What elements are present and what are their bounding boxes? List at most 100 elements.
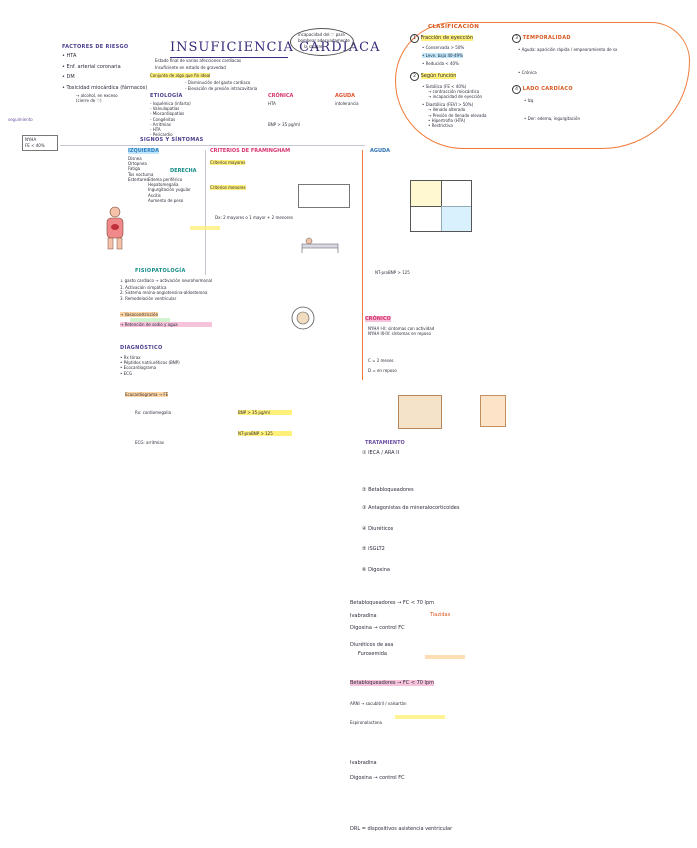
drugs-list: Betabloqueadores → FC < 70 lpm Ivabradin…	[350, 600, 434, 658]
note: Rx: cardiomegalia	[135, 410, 171, 415]
treatment-item: ① IECA / ARA II	[362, 450, 459, 457]
divider	[205, 150, 206, 275]
criteria-mayores: Criterios mayores	[210, 160, 245, 165]
cronica-heading: CRÓNICA	[268, 93, 293, 99]
drug-line: Digoxina → control FC	[350, 625, 434, 632]
grid-cell	[441, 206, 471, 231]
list-item: • Izq	[524, 98, 617, 103]
drug-line: Ivabradina	[350, 613, 434, 620]
heart-cross-section-icon	[290, 305, 316, 331]
lab-illustration	[398, 395, 442, 429]
list-item: C = 2 meses	[368, 358, 434, 363]
number-badge: 1	[410, 34, 419, 43]
divider	[362, 150, 363, 380]
highlight-mark	[130, 318, 170, 322]
drug-line: Furosemida	[358, 651, 434, 658]
list-item: Aumento de peso	[148, 198, 191, 203]
number-badge: 2	[410, 72, 419, 81]
note: HTA	[268, 101, 276, 106]
note: ECG: arritmias	[135, 440, 164, 445]
drug-line: DRL = dispositivos asistencia ventricula…	[350, 826, 452, 833]
list-item: • ECG	[120, 371, 180, 376]
definition-line: - Elevación de presión intracavitaria	[185, 86, 257, 91]
note: BNP > 35 pg/ml	[238, 410, 292, 415]
classification-list: 1 Fracción de eyección • Conservada > 50…	[410, 34, 486, 128]
right-failure-heading: DERECHA	[170, 168, 197, 174]
list-item: • Reducida < 40%	[422, 61, 486, 66]
note: NT-proBNP > 125	[375, 270, 410, 275]
number-badge: 3	[512, 34, 521, 43]
cronico-list: NYHA I-II: síntomas con actividad NYHA I…	[368, 326, 434, 373]
list-item: → incapacidad de eyección	[428, 94, 486, 99]
cronico-heading: CRÓNICO	[365, 316, 391, 322]
list-item: 3. Remodelación ventricular	[120, 296, 212, 301]
list-item: • Crónica	[518, 70, 617, 75]
note: BNP > 35 pg/ml	[268, 122, 300, 127]
misc-note: seguimiento	[8, 117, 33, 122]
list-item: • Conservada > 50%	[422, 45, 486, 50]
drug-note: Tiazidas	[430, 612, 450, 619]
highlight-mark	[190, 226, 220, 230]
criteria-title: CRITERIOS DE FRAMINGHAM	[210, 148, 290, 154]
list-item: Ingurgitación yugular	[148, 187, 191, 192]
list-item: • Toxicidad miocárdica (fármacos)	[62, 85, 147, 92]
risk-factors-title: FACTORES DE RIESGO	[62, 44, 128, 50]
human-body-icon	[95, 205, 135, 250]
list-item: • DM	[62, 74, 147, 81]
list-item: 2. Sistema renina-angiotensina-aldostero…	[120, 290, 212, 295]
etiology-title: ETIOLOGÍA	[150, 93, 183, 99]
list-item: Según función	[421, 73, 457, 79]
left-failure-heading: IZQUIERDA	[128, 148, 159, 154]
list-item: ↓ gasto cardíaco → activación neurohormo…	[120, 278, 212, 283]
grid-cell	[411, 181, 441, 206]
body-chart-illustration	[480, 395, 506, 427]
criteria-dx: Dx: 2 mayores o 1 mayor + 2 menores	[215, 215, 293, 220]
list-item: • Enf. arterial coronaria	[62, 64, 147, 71]
drugs-list-3: Ivabradina Digoxina → control FC	[350, 760, 405, 781]
definition-line: Insuficiente en estado de gravedad	[155, 65, 226, 70]
highlight-mark	[425, 655, 465, 659]
aguda-heading: AGUDA	[335, 93, 355, 99]
treatment-item: ⑤ iSGLT2	[362, 546, 459, 553]
note: intolerancia	[335, 101, 359, 106]
drug-line: Espironolactona	[350, 720, 434, 725]
list-item: D = en reposo	[368, 368, 434, 373]
list-item: • Restrictiva	[428, 123, 486, 128]
lado-title: LADO CARDÍACO	[523, 86, 573, 92]
treatment-item: ② Betabloqueadores	[362, 487, 459, 494]
treatment-title: TRATAMIENTO	[365, 440, 405, 446]
classification-title: CLASIFICACIÓN	[428, 24, 479, 30]
diagnostics-branch: BNP > 35 pg/ml NT-proBNP > 125	[232, 410, 292, 470]
list-item: Fracción de eyección	[421, 35, 473, 41]
list-item: NYHA III-IV: síntomas en reposo	[368, 331, 434, 336]
right-failure-list: Edema periférico Hepatomegalia Ingurgita…	[148, 177, 191, 203]
small-box: NYHA FE < 40%	[22, 135, 58, 151]
bubble-line: bombear adecuadamente	[298, 38, 350, 43]
drug-line: Betabloqueadores → FC < 70 lpm	[350, 600, 434, 607]
definition-bubble: incapacidad del ♡ para bombear adecuadam…	[290, 28, 354, 56]
drug-line: Digoxina → control FC	[350, 775, 405, 782]
treatment-list: ① IECA / ARA II ② Betabloqueadores ③ Ant…	[362, 450, 459, 573]
drug-line: ARNI → sacubitril / valsartán	[350, 701, 434, 706]
bubble-line: incapacidad del ♡ para	[298, 32, 345, 37]
aguda-panel-heading: AGUDA	[370, 148, 390, 154]
treatment-item: ⑥ Digoxina	[362, 567, 459, 574]
definition-line: Conjunto de algo que fin ideal	[150, 73, 210, 78]
list-item: (cierre de ♡)	[76, 98, 147, 103]
bubble-line: la sangre	[304, 44, 322, 49]
list-item: → Retención de sodio y agua	[120, 322, 212, 327]
note: NT-proBNP > 125	[238, 431, 292, 436]
list-item: • HTA	[62, 53, 147, 60]
diagnostics-list: • Rx tórax • Péptidos natriuréticos (BNP…	[120, 355, 180, 376]
definition-line: - Disminución del gasto cardiaco	[185, 80, 250, 85]
treatment-item: ③ Antagonistas de mineralocorticoides	[362, 505, 459, 512]
divider	[60, 145, 365, 146]
list-item: • Leve. baja 40-49%	[422, 53, 463, 58]
pathophys-title: FISIOPATOLOGÍA	[135, 268, 186, 274]
criteria-menores: Criterios menores	[210, 185, 246, 190]
risk-factors-list: • HTA • Enf. arterial coronaria • DM • T…	[62, 53, 147, 103]
small-box-text: NYHA	[23, 136, 57, 143]
drug-line: Betabloqueadores → FC < 70 lpm	[350, 680, 434, 686]
small-box-text: FE < 40%	[23, 143, 57, 148]
temporality-title: TEMPORALIDAD	[523, 35, 571, 41]
